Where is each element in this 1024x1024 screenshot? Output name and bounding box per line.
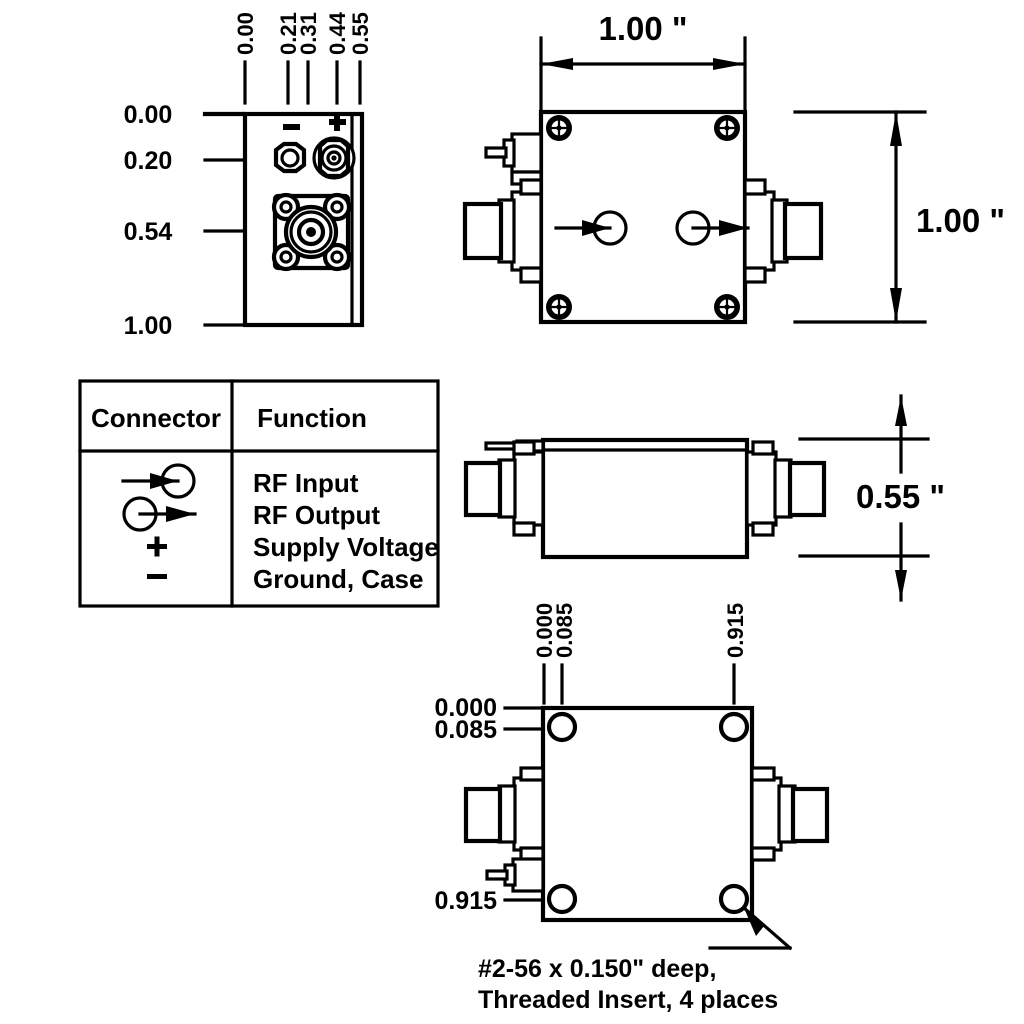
top-view-group: 1.00 " 1.00 " bbox=[462, 10, 1005, 325]
side-view-height-dimension: 0.55 " bbox=[798, 394, 945, 602]
top-view-rf-output-symbol-icon bbox=[675, 210, 750, 246]
top-view-right-sma-connector bbox=[743, 178, 824, 284]
bottom-view-top-extension-lines bbox=[542, 663, 736, 705]
end-view-top-tick-4: 0.55 bbox=[348, 12, 373, 55]
connector-table-header-function: Function bbox=[257, 403, 367, 433]
threaded-insert-hole bbox=[546, 711, 578, 743]
end-view-left-tick-0: 0.00 bbox=[124, 101, 173, 129]
threaded-insert-hole bbox=[718, 711, 750, 743]
bottom-view-body-outline bbox=[540, 705, 755, 923]
side-view-right-connector bbox=[745, 440, 827, 537]
end-view-top-tick-2: 0.31 bbox=[296, 12, 321, 55]
side-view-group: 0.55 " bbox=[463, 394, 945, 602]
bottom-view-group: 0.000 0.085 0.915 0.000 0.085 0.915 bbox=[434, 603, 830, 1014]
bottom-view-note-line-2: Threaded Insert, 4 places bbox=[478, 986, 778, 1014]
connector-table-header-connector: Connector bbox=[91, 403, 221, 433]
sma-connector-flange-icon bbox=[271, 192, 352, 272]
side-view-body-outline bbox=[540, 437, 750, 560]
bottom-view-left-tick-1: 0.085 bbox=[434, 716, 497, 744]
end-view-left-tick-labels: 0.00 0.20 0.54 1.00 bbox=[124, 101, 173, 340]
top-view-body-outline bbox=[538, 109, 748, 325]
supply-voltage-terminal-icon bbox=[312, 136, 356, 180]
top-view-width-dimension-label: 1.00 " bbox=[598, 10, 687, 47]
end-view-group: 0.00 0.21 0.31 0.44 0.55 0.00 0.20 0.54 … bbox=[124, 11, 373, 340]
top-view-height-dimension-label: 1.00 " bbox=[916, 202, 1005, 239]
corner-screw-icon bbox=[714, 115, 740, 141]
bottom-view-top-tick-1: 0.085 bbox=[552, 603, 577, 658]
bottom-view-note-leader bbox=[708, 905, 793, 951]
side-view-left-connector bbox=[463, 440, 545, 537]
bottom-view-left-tick-labels: 0.000 0.085 0.915 bbox=[434, 694, 497, 915]
bottom-view-right-connector bbox=[750, 766, 830, 862]
top-view-supply-pin bbox=[484, 132, 543, 186]
threaded-insert-hole bbox=[546, 883, 578, 915]
connector-table-row-3-function: Ground, Case bbox=[253, 564, 423, 594]
ground-terminal-hex-icon bbox=[273, 141, 307, 174]
bottom-view-note-line-1: #2-56 x 0.150" deep, bbox=[478, 955, 716, 983]
connector-table-border bbox=[78, 379, 440, 608]
end-view-top-tick-1: 0.21 bbox=[276, 12, 301, 55]
bottom-view-left-connector bbox=[463, 766, 545, 862]
connector-table-row-2-function: Supply Voltage bbox=[253, 532, 439, 562]
bottom-view-supply-pin bbox=[485, 857, 545, 893]
bottom-view-left-leader-lines bbox=[503, 706, 545, 902]
top-view-corner-screws bbox=[546, 115, 740, 320]
end-view-top-tick-0: 0.00 bbox=[233, 12, 258, 55]
top-view-height-dimension: 1.00 " bbox=[793, 110, 1005, 324]
threaded-insert-hole bbox=[718, 883, 750, 915]
end-view-left-tick-1: 0.20 bbox=[124, 147, 173, 175]
end-view-left-tick-2: 0.54 bbox=[124, 218, 173, 246]
bottom-view-threaded-inserts bbox=[546, 711, 750, 915]
connector-table-group: Connector Function RF Input RF Output Su… bbox=[78, 379, 440, 608]
end-view-left-leader-lines bbox=[202, 111, 246, 327]
end-view-top-extension-lines bbox=[243, 60, 362, 105]
corner-screw-icon bbox=[546, 294, 572, 320]
side-view-height-dimension-label: 0.55 " bbox=[856, 478, 945, 515]
bottom-view-top-tick-labels: 0.000 0.085 0.915 bbox=[532, 603, 748, 658]
bottom-view-top-tick-2: 0.915 bbox=[723, 603, 748, 658]
top-view-width-dimension: 1.00 " bbox=[539, 10, 747, 112]
corner-screw-icon bbox=[546, 115, 572, 141]
minus-marker-icon bbox=[283, 124, 300, 130]
rf-output-symbol-icon bbox=[122, 496, 197, 532]
corner-screw-icon bbox=[714, 294, 740, 320]
bottom-view-top-tick-0: 0.000 bbox=[532, 603, 557, 658]
rf-input-symbol-icon bbox=[121, 463, 196, 499]
end-view-top-tick-labels: 0.00 0.21 0.31 0.44 0.55 bbox=[233, 11, 373, 55]
plus-marker-icon bbox=[329, 114, 346, 131]
top-view-rf-input-symbol-icon bbox=[554, 210, 628, 246]
bottom-view-left-tick-2: 0.915 bbox=[434, 887, 497, 915]
connector-table-row-0-function: RF Input bbox=[253, 468, 359, 498]
end-view-left-tick-3: 1.00 bbox=[124, 312, 173, 340]
bottom-view-left-tick-0: 0.000 bbox=[434, 694, 497, 722]
connector-table-row-1-function: RF Output bbox=[253, 500, 380, 530]
end-view-top-tick-3: 0.44 bbox=[325, 11, 350, 55]
ground-symbol-icon bbox=[147, 574, 167, 579]
supply-voltage-symbol-icon bbox=[147, 536, 167, 557]
top-view-left-sma-connector bbox=[462, 178, 543, 284]
